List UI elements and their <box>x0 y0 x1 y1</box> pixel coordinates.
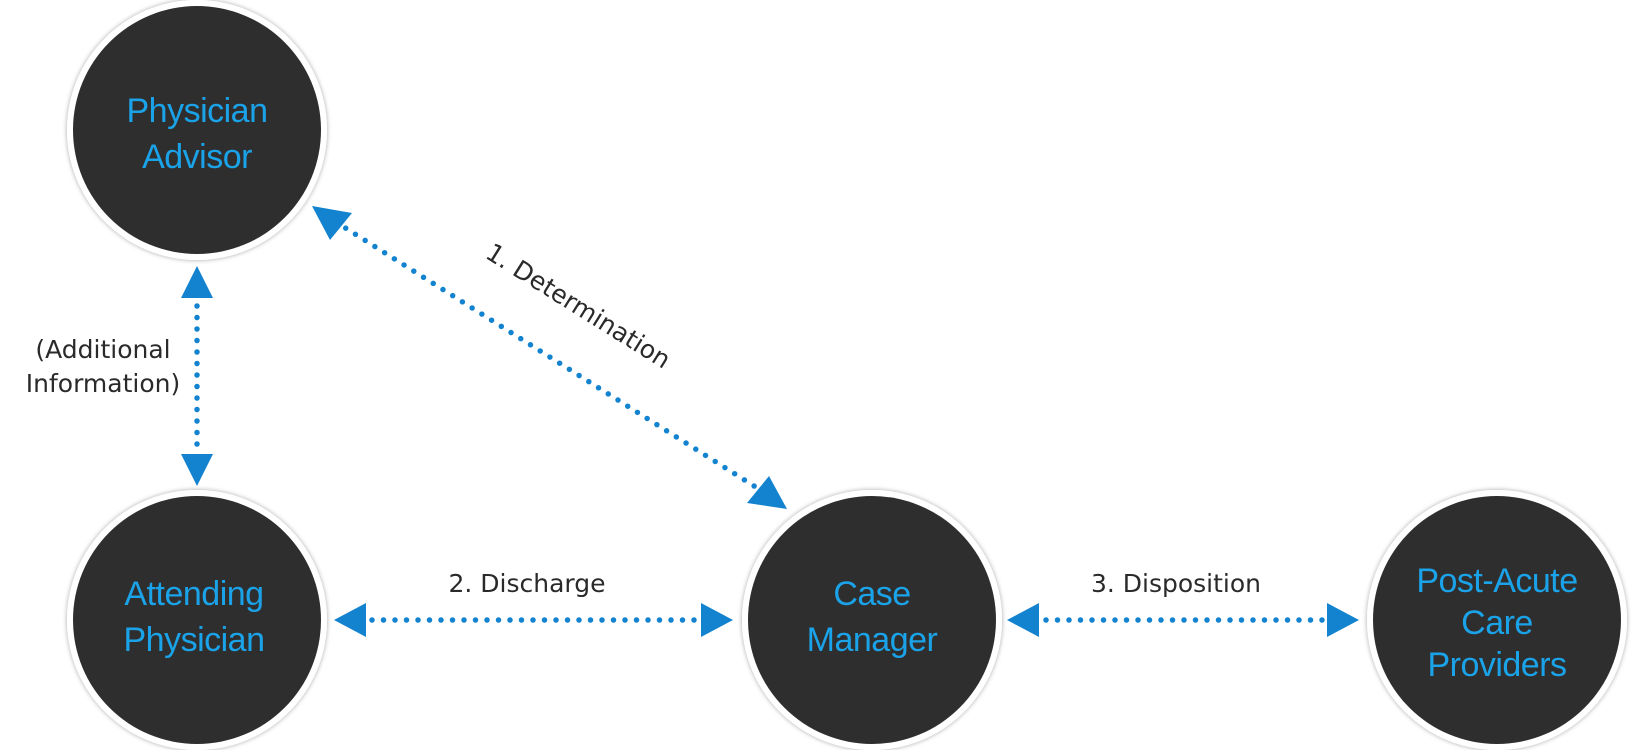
node-case-manager: Case Manager <box>742 490 1002 750</box>
dotted-line <box>333 219 765 494</box>
arrowhead-left-icon <box>1007 603 1039 637</box>
node-label-line: Post-Acute <box>1416 562 1577 600</box>
arrowhead-up-icon <box>181 266 213 298</box>
node-label-line: Physician <box>126 92 267 130</box>
edge-label-line: Information) <box>26 369 180 398</box>
arrowhead-upleft-icon <box>312 206 352 240</box>
connector-disposition <box>1007 603 1359 637</box>
edge-label-determination: 1. Determination <box>481 237 676 374</box>
node-label-line: Manager <box>807 621 938 659</box>
arrowhead-down-icon <box>181 454 213 486</box>
node-label-line: Providers <box>1427 646 1566 684</box>
arrowhead-left-icon <box>334 603 366 637</box>
edge-label-discharge: 2. Discharge <box>448 569 605 598</box>
node-label-line: Attending <box>124 575 263 613</box>
connector-determination <box>312 206 787 509</box>
edge-label-line: (Additional <box>35 335 170 364</box>
node-physician-advisor: Physician Advisor <box>67 0 327 260</box>
node-label-line: Physician <box>123 621 264 659</box>
arrowhead-right-icon <box>701 603 733 637</box>
node-label-line: Case <box>833 575 910 613</box>
arrowhead-downright-icon <box>747 476 787 509</box>
connector-discharge <box>334 603 733 637</box>
edge-label-disposition: 3. Disposition <box>1091 569 1261 598</box>
node-label-line: Care <box>1461 604 1533 642</box>
node-label-line: Advisor <box>142 138 252 176</box>
node-post-acute-care-providers: Post-Acute Care Providers <box>1367 490 1627 750</box>
edge-label-additional-information: (Additional Information) <box>26 335 180 398</box>
node-attending-physician: Attending Physician <box>67 490 327 750</box>
connector-additional-information <box>181 266 213 486</box>
arrowhead-right-icon <box>1327 603 1359 637</box>
